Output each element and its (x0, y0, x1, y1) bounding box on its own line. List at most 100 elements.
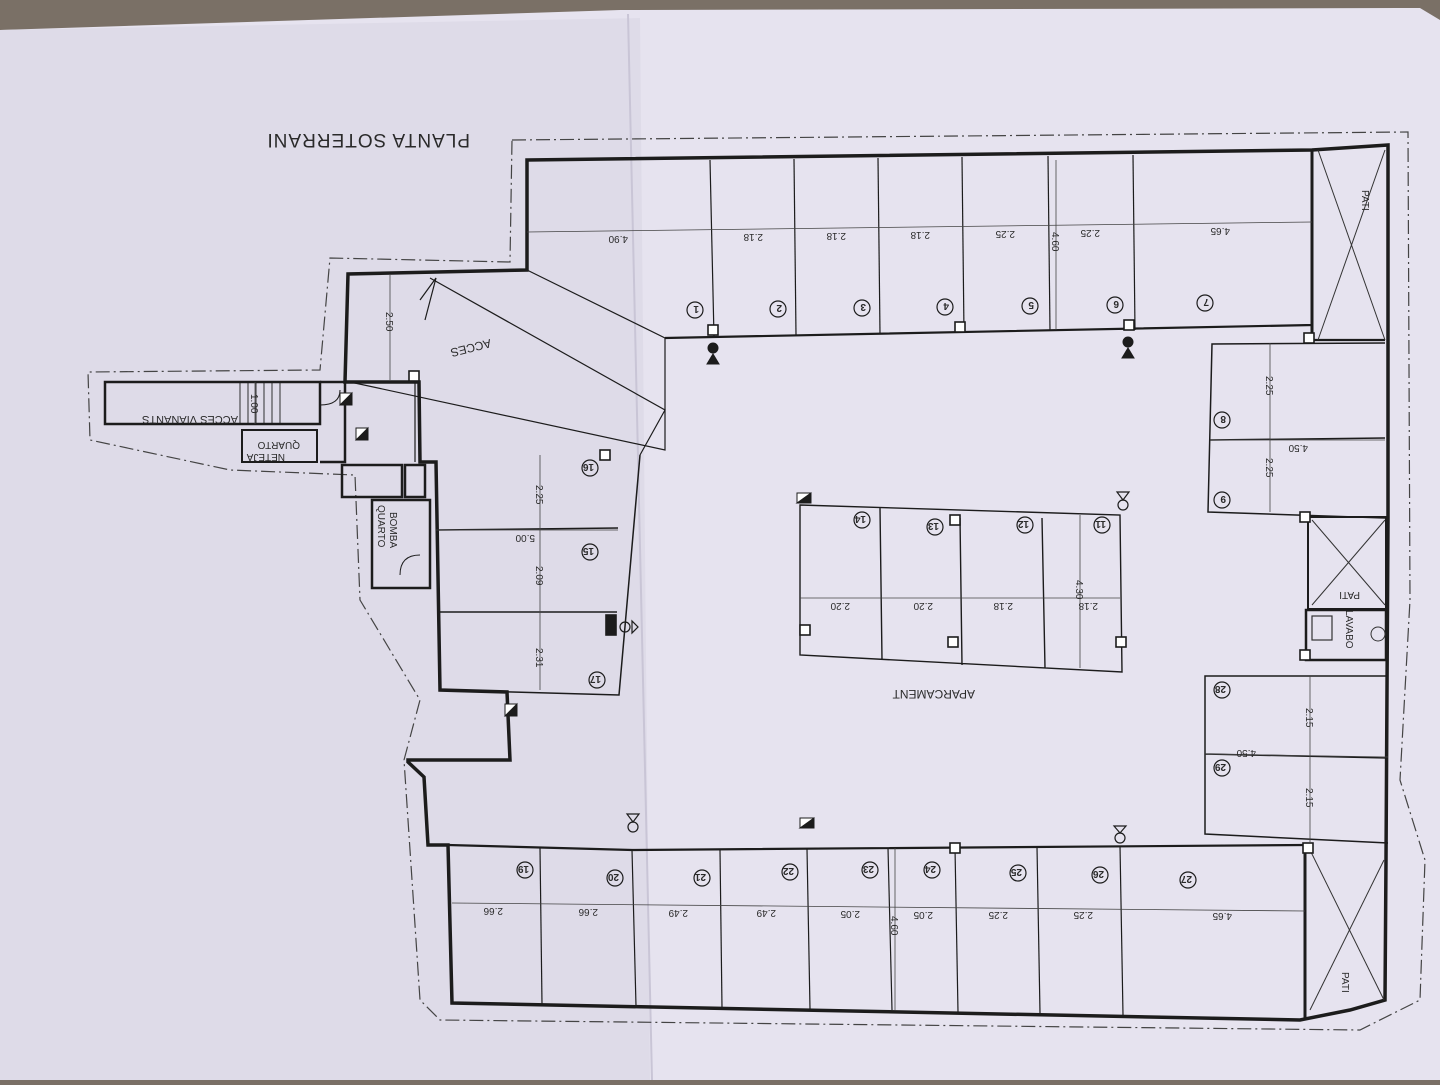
space-number-29: 29 (1214, 761, 1226, 772)
dim-island-218-b: 2.18 (1078, 600, 1098, 611)
space-number-22: 22 (782, 865, 794, 876)
dim-island-430: 4.30 (1073, 580, 1084, 600)
dim-top-225-a: 2.25 (995, 228, 1015, 239)
space-circle-13 (926, 518, 944, 536)
dim-right-450-b: 4.50 (1236, 747, 1256, 758)
space-circle-28 (1213, 681, 1231, 699)
space-number-11: 11 (1095, 518, 1106, 529)
dim-top-490: 4.90 (608, 233, 628, 244)
dim-top-225-b: 2.25 (1080, 227, 1100, 238)
dim-right-215-b: 2.15 (1303, 788, 1314, 808)
space-number-14: 14 (854, 513, 866, 524)
space-circle-2 (769, 300, 787, 318)
space-circle-11 (1093, 516, 1111, 534)
label-quarto-neteja-2: NETEJA (246, 451, 285, 462)
space-number-19: 19 (517, 863, 529, 874)
space-number-8: 8 (1220, 413, 1226, 424)
space-number-27: 27 (1180, 873, 1192, 884)
dim-bot-460: 4.60 (888, 916, 899, 936)
pedestrian-stairs (103, 380, 347, 464)
dim-left-209: 2.09 (533, 566, 544, 586)
space-circle-27 (1179, 871, 1197, 889)
dim-right-225-a: 2.25 (1263, 376, 1274, 396)
space-number-15: 15 (582, 545, 594, 556)
pati-top (1317, 149, 1386, 341)
dim-island-220-b: 2.20 (913, 600, 933, 611)
space-number-1: 1 (693, 303, 699, 314)
dim-top-460: 4.60 (1049, 232, 1060, 252)
space-circle-8 (1213, 411, 1231, 429)
dim-bot-205-b: 2.05 (913, 909, 933, 920)
dimension-labels: 4.90 2.18 2.18 2.18 2.25 2.25 4.65 4.60 … (248, 225, 1314, 936)
paper-sheet-shade (0, 18, 650, 1080)
space-number-9: 9 (1220, 493, 1226, 504)
label-quarto-neteja-1: QUARTO (257, 439, 300, 450)
space-circle-15 (581, 543, 599, 561)
label-quarto-bomba-1: QUARTO (375, 505, 386, 548)
dim-bot-266-a: 2.66 (483, 905, 503, 916)
utility-rooms (340, 463, 432, 590)
label-acces-vianants: ACCES VIANANTS (142, 413, 238, 425)
label-pati-bottom: PATI (1339, 972, 1350, 993)
space-circle-26 (1091, 866, 1109, 884)
dim-top-218-b: 2.18 (826, 230, 846, 241)
space-number-28: 28 (1214, 683, 1226, 694)
bottom-row-dividers (539, 845, 1124, 1016)
space-circle-9 (1213, 491, 1231, 509)
space-circle-25 (1009, 864, 1027, 882)
space-circle-1 (686, 301, 704, 319)
plan-title: PLANTA SOTERRANI (266, 129, 470, 150)
space-number-4: 4 (943, 300, 949, 311)
space-circle-20 (606, 869, 624, 887)
space-circle-23 (861, 861, 879, 879)
space-circle-6 (1106, 296, 1124, 314)
label-pati-middle: PATI (1339, 589, 1360, 600)
dim-250: 2.50 (383, 312, 394, 332)
space-number-20: 20 (607, 871, 619, 882)
pati-bottom (1303, 848, 1385, 1020)
space-number-13: 13 (927, 520, 939, 531)
space-number-26: 26 (1092, 868, 1104, 879)
dim-top-218-a: 2.18 (743, 231, 763, 242)
space-number-2: 2 (776, 302, 782, 313)
dim-island-220-a: 2.20 (830, 600, 850, 611)
space-number-7: 7 (1203, 296, 1209, 307)
space-circle-24 (923, 861, 941, 879)
space-number-21: 21 (694, 871, 706, 882)
space-circle-5 (1021, 297, 1039, 315)
paper-fold (627, 13, 653, 1081)
property-boundary (87, 131, 1426, 1031)
space-circle-4 (936, 298, 954, 316)
column-markers (408, 319, 1315, 854)
dim-left-231: 2.31 (533, 648, 544, 668)
dim-left-225: 2.25 (533, 485, 544, 505)
space-circle-21 (693, 869, 711, 887)
central-island (799, 504, 1123, 673)
dim-right-215-a: 2.15 (1303, 708, 1314, 728)
space-circle-16 (581, 459, 599, 477)
dim-100: 1.00 (248, 394, 259, 414)
space-number-17: 17 (589, 673, 601, 684)
label-quarto-bomba-2: BOMBA (387, 512, 398, 548)
dim-right-225-b: 2.25 (1263, 458, 1274, 478)
space-circle-19 (516, 861, 534, 879)
access-ramp (349, 269, 666, 462)
space-number-23: 23 (862, 863, 874, 874)
label-pati-top: PATI (1359, 190, 1370, 211)
lavabo-room (1304, 608, 1388, 662)
space-circle-22 (781, 863, 799, 881)
dim-top-218-c: 2.18 (910, 229, 930, 240)
space-number-5: 5 (1028, 299, 1034, 310)
space-number-25: 25 (1010, 866, 1022, 877)
dimension-lines (254, 160, 1389, 1010)
dim-bot-225-b: 2.25 (1073, 909, 1093, 920)
label-lavabo: LAVABO (1343, 610, 1354, 649)
outer-wall (343, 143, 1390, 1022)
space-number-24: 24 (924, 863, 936, 874)
dim-bot-465: 4.65 (1212, 910, 1232, 921)
dim-bot-225-a: 2.25 (988, 909, 1008, 920)
space-circle-14 (853, 511, 871, 529)
space-circle-12 (1016, 516, 1034, 534)
